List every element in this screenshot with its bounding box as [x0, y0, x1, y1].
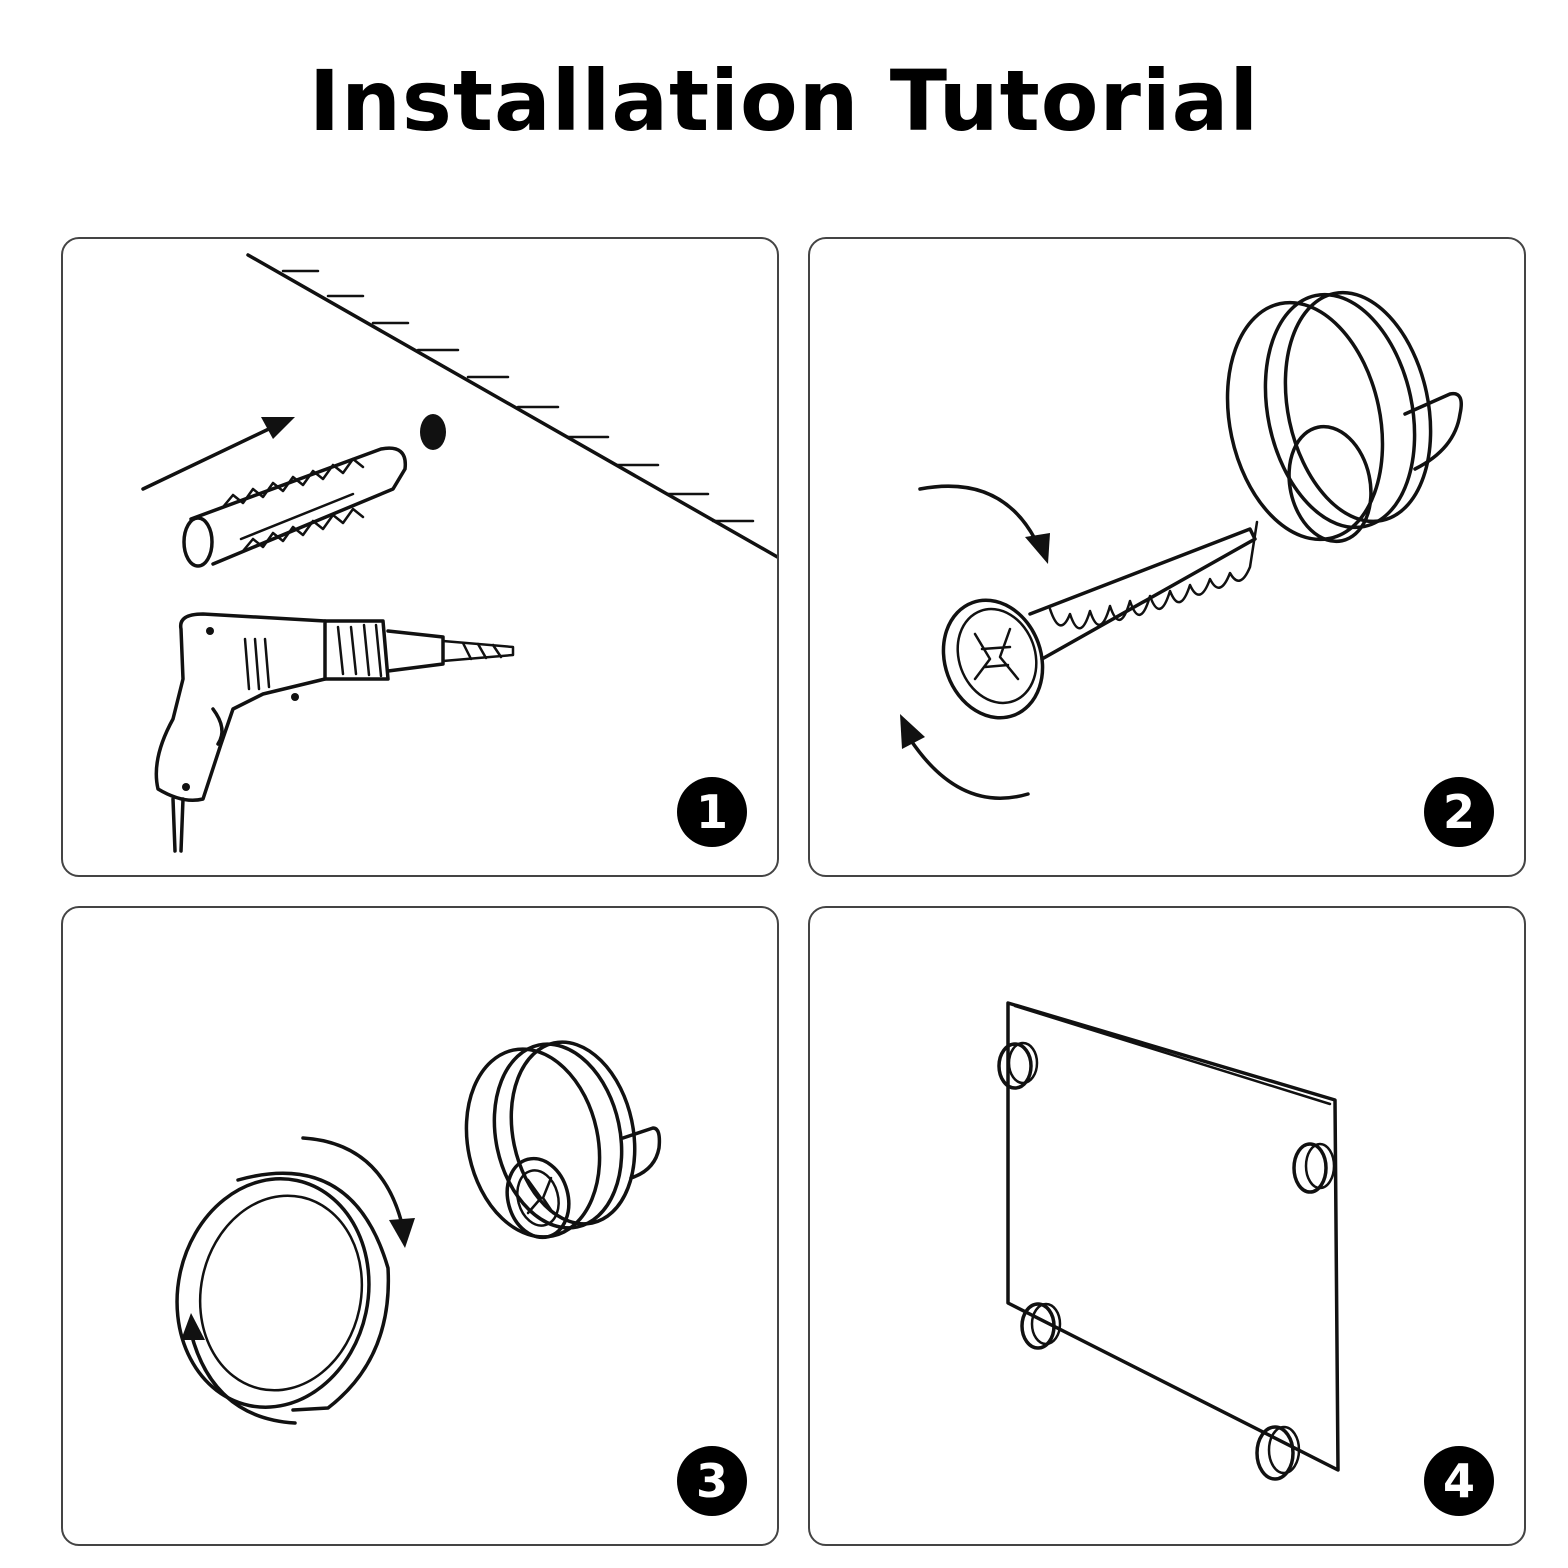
screw-standoff-icon — [900, 290, 1463, 800]
step-number-badge: 1 — [677, 777, 747, 847]
cap-tighten-icon — [175, 1040, 662, 1425]
drill-wall-plug-icon — [141, 253, 777, 853]
page-title: Installation Tutorial — [308, 52, 1260, 150]
step-number-badge: 4 — [1424, 1446, 1494, 1516]
mounted-panel-icon — [997, 1001, 1340, 1481]
step-3-panel: 3 — [61, 906, 779, 1546]
step-2-panel: 2 — [808, 237, 1526, 877]
step-1-panel: 1 — [61, 237, 779, 877]
step-4-panel: 4 — [808, 906, 1526, 1546]
step-number-badge: 2 — [1424, 777, 1494, 847]
step-number-badge: 3 — [677, 1446, 747, 1516]
